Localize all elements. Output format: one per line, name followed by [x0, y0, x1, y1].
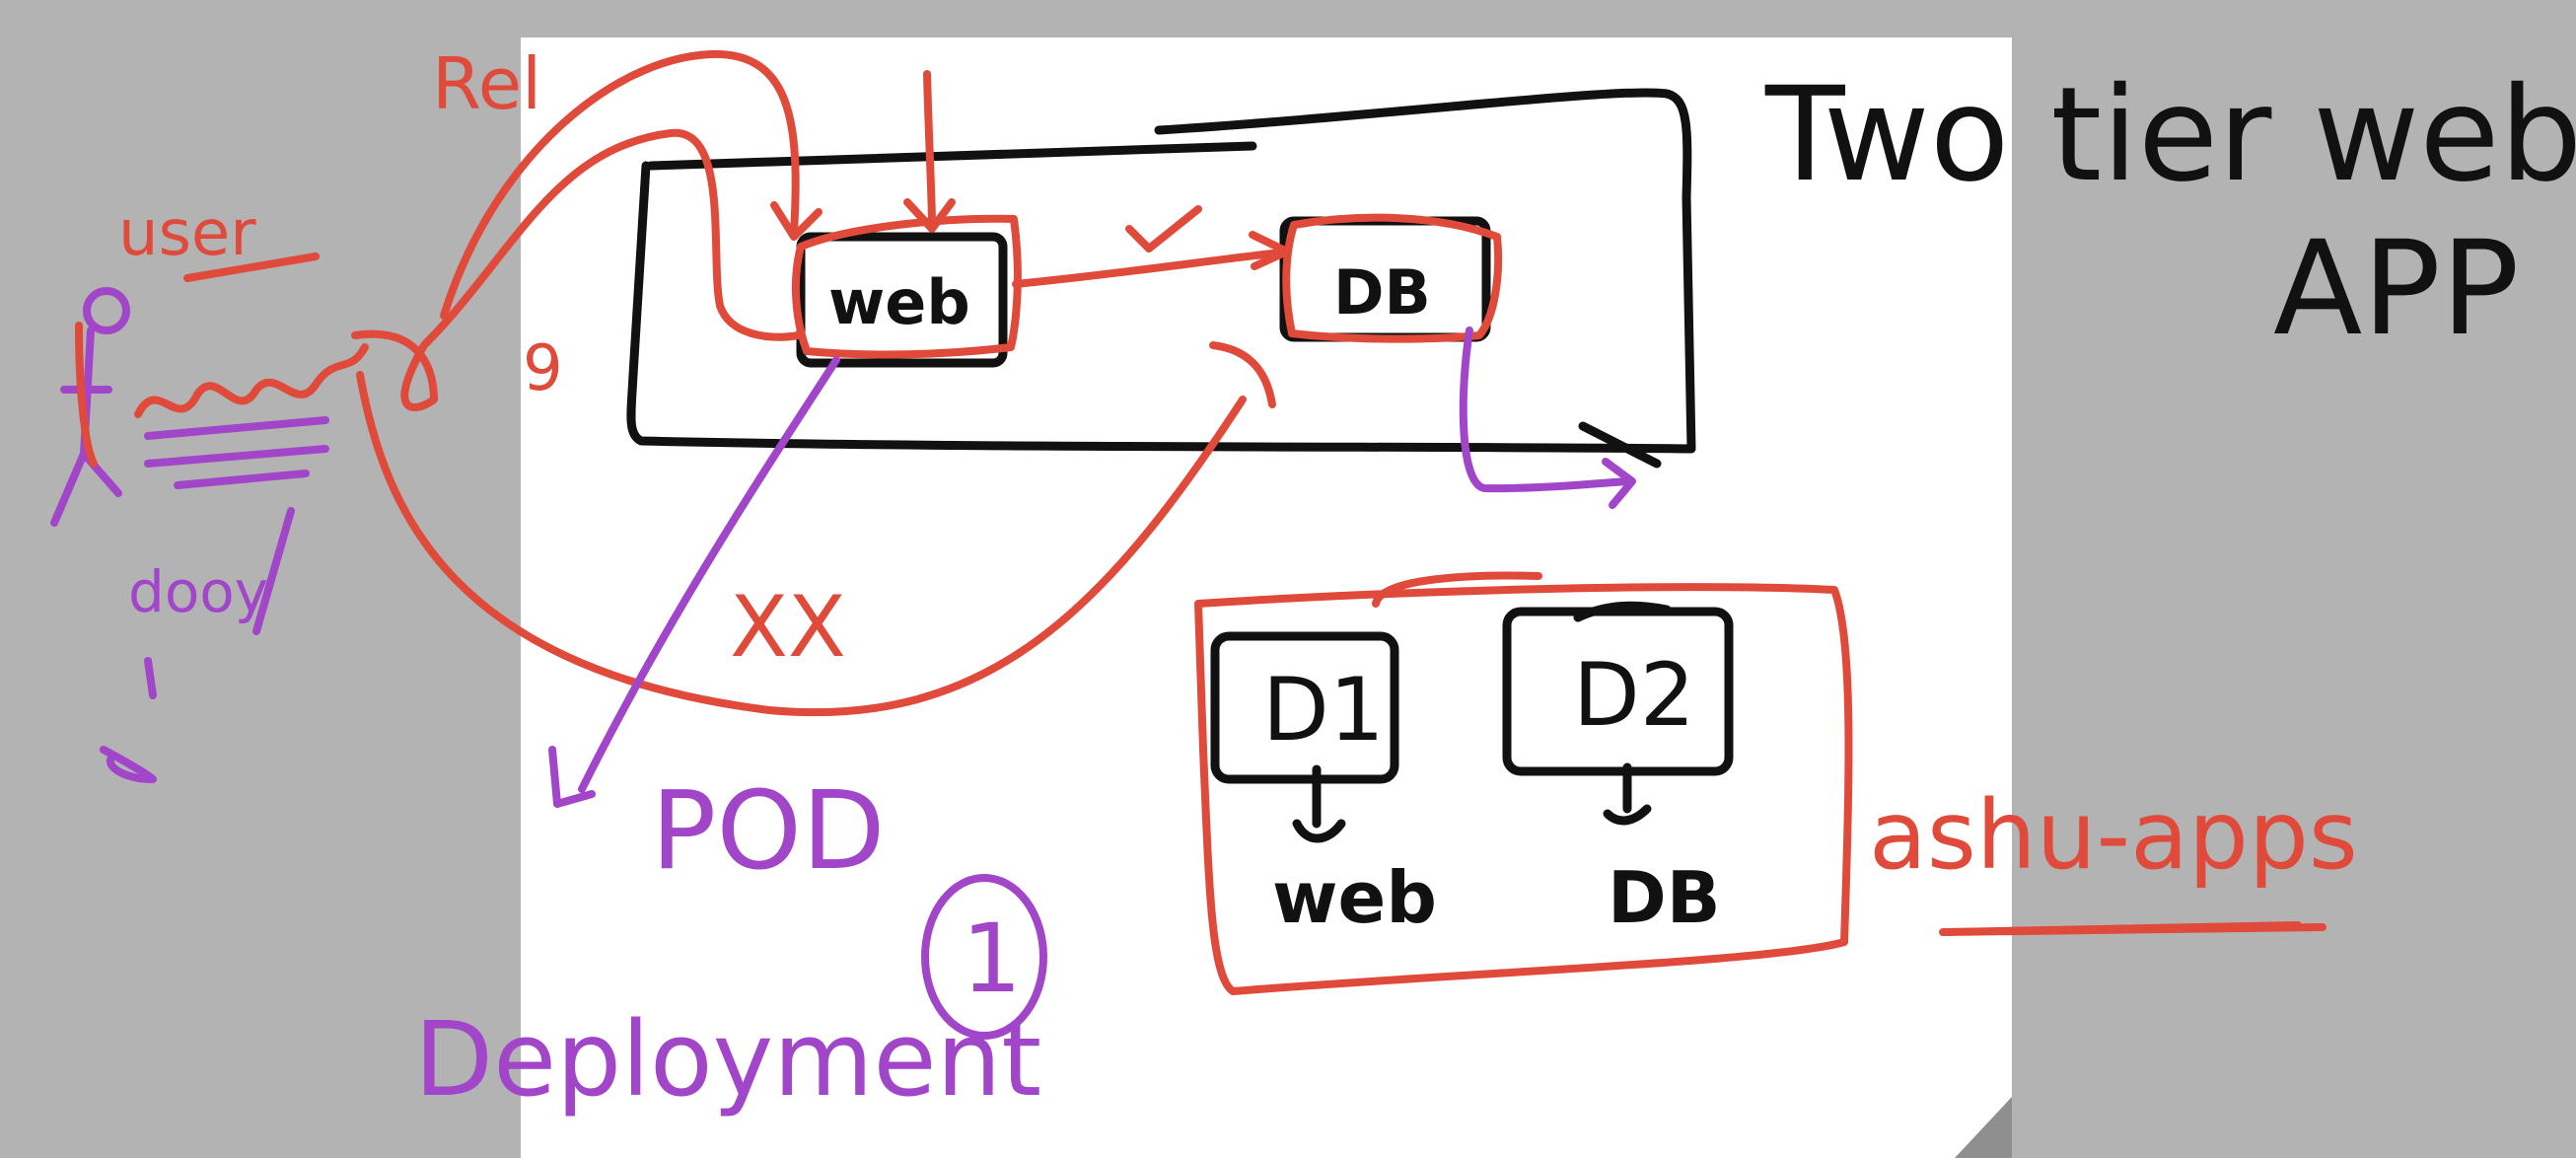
tick-mark: [1125, 205, 1202, 253]
user-figure-icon: [50, 287, 130, 527]
namespace-label: ashu-apps: [1869, 780, 2358, 891]
doc-note-slash: [252, 507, 295, 635]
d2-label: D2: [1573, 644, 1695, 746]
d2-box: [1502, 607, 1734, 776]
d1-arrow: [1292, 764, 1346, 843]
rel-label: Rel: [432, 42, 541, 125]
db-box-label: DB: [1333, 256, 1431, 328]
user-label: user: [118, 197, 256, 270]
crosses-label: XX: [730, 578, 846, 677]
d1-label: D1: [1262, 659, 1385, 760]
doc-note-label: dooy: [128, 558, 268, 625]
title-line-1: Two tier web: [1764, 59, 2576, 211]
user-underline: [183, 253, 320, 282]
d2-target-label: DB: [1608, 856, 1721, 939]
title-line-2: APP: [2273, 213, 2520, 365]
db-box-red-outline: [1282, 213, 1503, 343]
system-boundary-tick: [1578, 421, 1662, 469]
web-box-black: [796, 232, 1008, 368]
d1-target-label: web: [1272, 856, 1437, 939]
d2-box-top-accent: [1573, 601, 1672, 622]
deployment-count: 1: [962, 904, 1022, 1014]
web-to-pod-line: [548, 356, 840, 808]
user-squiggle: [134, 343, 369, 418]
down-arrow-into-web: [903, 70, 956, 233]
doc-lines: [144, 416, 329, 489]
deployment-count-circle: [921, 874, 1047, 1040]
page-corner-fold-icon: [1955, 1097, 2012, 1158]
namespace-box-top-accent: [1372, 571, 1542, 608]
pod-label: POD: [651, 767, 886, 894]
namespace-underline: [1939, 921, 2326, 936]
web-box-label: web: [828, 266, 970, 338]
rel-arrow: [440, 49, 823, 320]
user-to-db-arc: [356, 341, 1276, 717]
small-9-label: 9: [523, 332, 563, 405]
deployment-label: Deployment: [414, 999, 1041, 1120]
user-loop: [351, 128, 803, 411]
web-to-db-arrow: [1012, 231, 1291, 288]
db-return-arrow: [1459, 326, 1636, 509]
system-boundary-box: [626, 88, 1696, 454]
d2-arrow: [1603, 762, 1652, 826]
d1-box: [1210, 631, 1399, 784]
side-marks: [100, 657, 157, 783]
namespace-box: [1194, 583, 1853, 995]
